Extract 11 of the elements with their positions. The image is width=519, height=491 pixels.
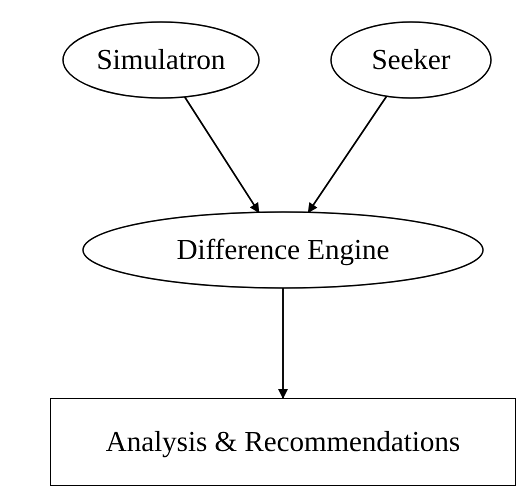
process-box	[50, 398, 516, 486]
ellipse-node	[63, 22, 259, 98]
arrow	[308, 96, 388, 214]
node-label: Difference Engine	[176, 234, 390, 266]
arrow	[184, 96, 260, 214]
node-label: Simulatron	[96, 44, 226, 76]
ellipse-node	[331, 22, 491, 98]
node-label: Seeker	[372, 44, 450, 76]
ellipse-node	[83, 212, 483, 288]
node-label: Analysis & Recommendations	[106, 426, 460, 458]
arrow	[278, 288, 288, 399]
